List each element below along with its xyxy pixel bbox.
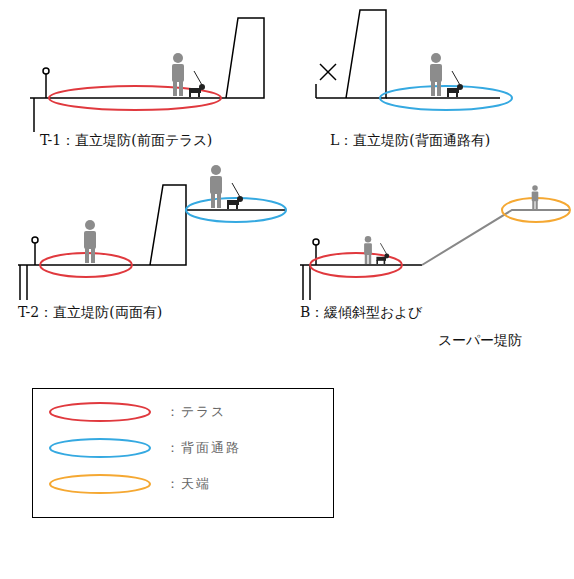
panel-t1 (30, 18, 264, 132)
panel-l (316, 10, 512, 110)
legend-label: ：背面通路 (166, 439, 241, 457)
legend-swatch (50, 475, 150, 493)
caption-label: L：直立堤防(背面通路有) (330, 132, 490, 149)
legend-label: ：テラス (166, 403, 226, 421)
panel-b (300, 198, 570, 300)
caption-label: B：緩傾斜型および (300, 304, 422, 321)
panel-t2 (18, 185, 286, 300)
legend-swatch (50, 439, 150, 457)
caption-label: スーパー堤防 (438, 332, 522, 349)
legend-swatch (50, 403, 150, 421)
legend-label: ：天端 (166, 475, 211, 493)
caption-label: T-1：直立堤防(前面テラス) (40, 132, 212, 149)
caption-label: T-2：直立堤防(両面有) (18, 304, 162, 321)
